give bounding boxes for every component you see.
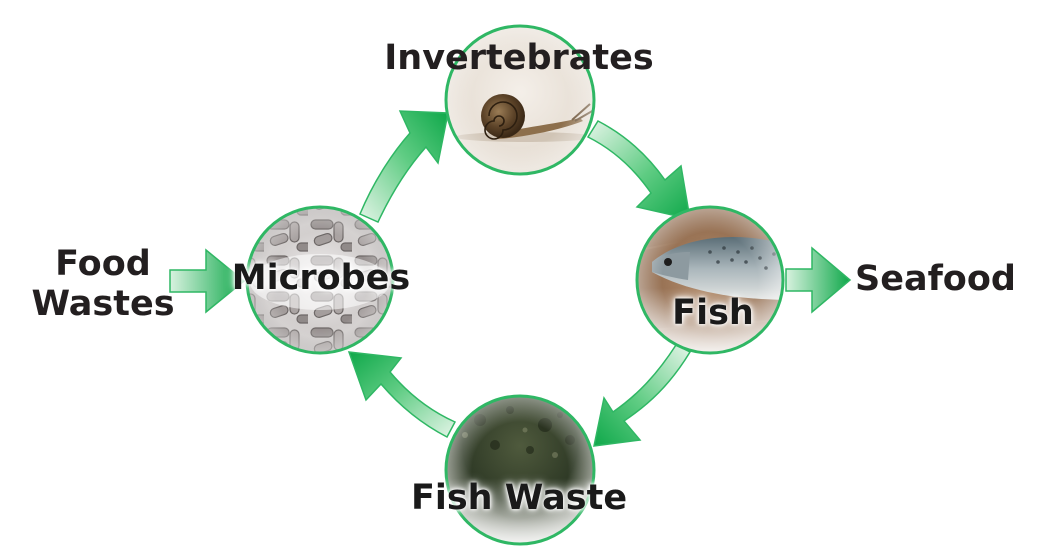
arrow-invertebrates-to-fish	[586, 120, 691, 220]
arrow-fish-to-fish-waste	[593, 344, 692, 447]
invertebrates-node	[444, 24, 596, 176]
arrow-fish-to-seafood	[785, 246, 852, 314]
label-invertebrates: Invertebrates	[384, 38, 654, 78]
arrow-microbes-to-invertebrates	[359, 110, 449, 223]
label-seafood: Seafood	[855, 259, 1016, 299]
label-fish: Fish	[672, 293, 754, 333]
label-food-wastes-line2: Wastes	[31, 284, 175, 324]
microbes-node	[245, 205, 395, 355]
arrow-fish-waste-to-microbes	[347, 351, 457, 439]
label-microbes: Microbes	[231, 258, 411, 298]
fish-waste-node	[444, 394, 596, 546]
label-food-wastes-line1: Food	[55, 244, 151, 284]
fish-node	[635, 205, 785, 355]
arrow-food-wastes-to-microbes	[169, 248, 246, 314]
label-fish-waste: Fish Waste	[410, 478, 628, 518]
